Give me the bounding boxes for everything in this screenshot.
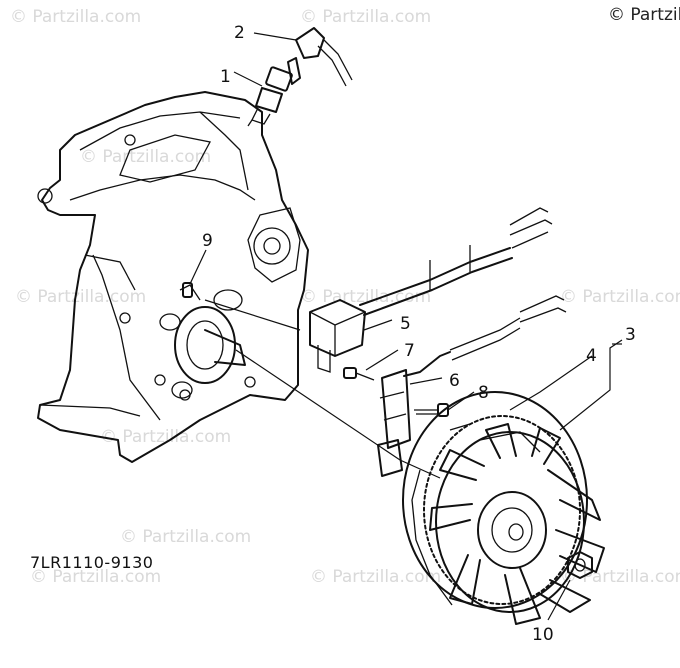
- callout-6: 6: [449, 371, 460, 391]
- flywheel-drawing: [402, 391, 605, 625]
- callout-2: 2: [234, 23, 245, 43]
- watermark-text: © Partzilla.com: [80, 147, 211, 167]
- watermark-text: © Partzilla.com: [560, 287, 680, 307]
- spark-plug-drawing: [247, 57, 301, 127]
- callout-1: 1: [220, 67, 231, 87]
- watermark-text: © Partzilla.com: [120, 527, 251, 547]
- engine-crankcase-drawing: [37, 91, 309, 463]
- callout-9: 9: [202, 231, 213, 251]
- callout-5: 5: [400, 314, 411, 334]
- callout-10: 10: [532, 625, 554, 645]
- spark-plug-cap-drawing: [295, 27, 353, 87]
- watermark-text: © Partzilla.com: [310, 567, 441, 587]
- watermark-text: © Partzilla.com: [15, 287, 146, 307]
- copyright-text: © Partzilla: [608, 5, 680, 25]
- callout-labels: 1 2 3 4 5 6 7 8 9 10: [202, 23, 636, 645]
- pulser-coil-drawing: [377, 295, 567, 477]
- watermark-text: © Partzilla.com: [100, 427, 231, 447]
- watermark-text: © Partzilla.com: [10, 7, 141, 27]
- leader-lines: [189, 32, 623, 621]
- watermark-layer: © Partzilla.com © Partzilla.com © Partzi…: [10, 7, 680, 587]
- callout-8: 8: [478, 383, 489, 403]
- callout-3: 3: [625, 325, 636, 345]
- screw-bolt-drawing: [343, 367, 449, 417]
- watermark-text: © Partzilla.com: [30, 567, 161, 587]
- ignition-coil-drawing: [309, 207, 553, 373]
- drawing-code: 7LR1110-9130: [30, 553, 153, 572]
- callout-4: 4: [586, 346, 597, 366]
- callout-7: 7: [404, 341, 415, 361]
- watermark-text: © Partzilla.com: [300, 7, 431, 27]
